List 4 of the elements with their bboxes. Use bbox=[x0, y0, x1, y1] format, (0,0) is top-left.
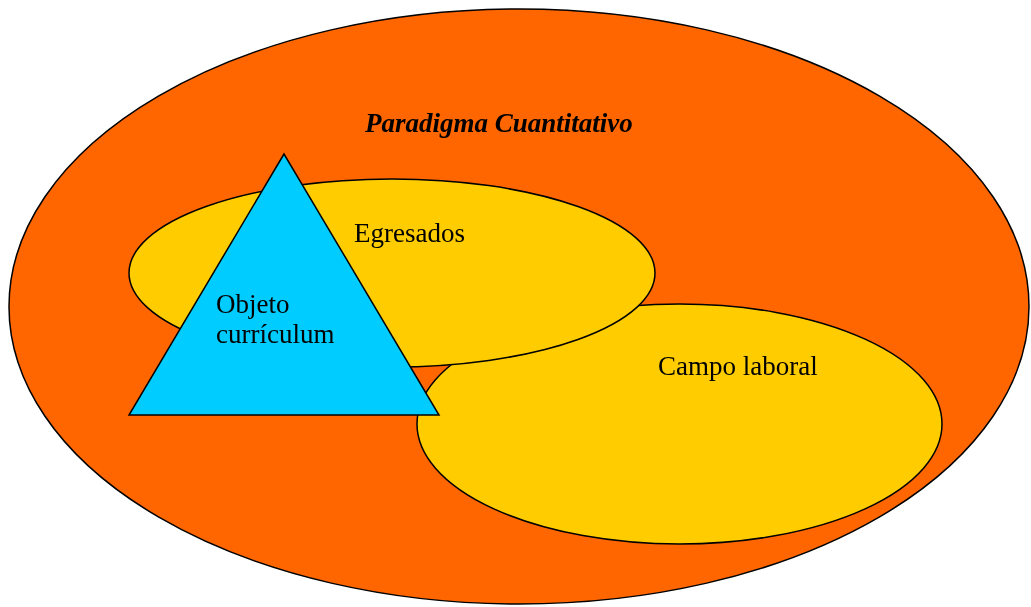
shape-label: Objeto currículum bbox=[216, 289, 336, 349]
shape-label: Campo laboral bbox=[658, 351, 818, 381]
shape-label: Paradigma Cuantitativo bbox=[365, 108, 633, 138]
shape-label: Egresados bbox=[354, 218, 465, 248]
